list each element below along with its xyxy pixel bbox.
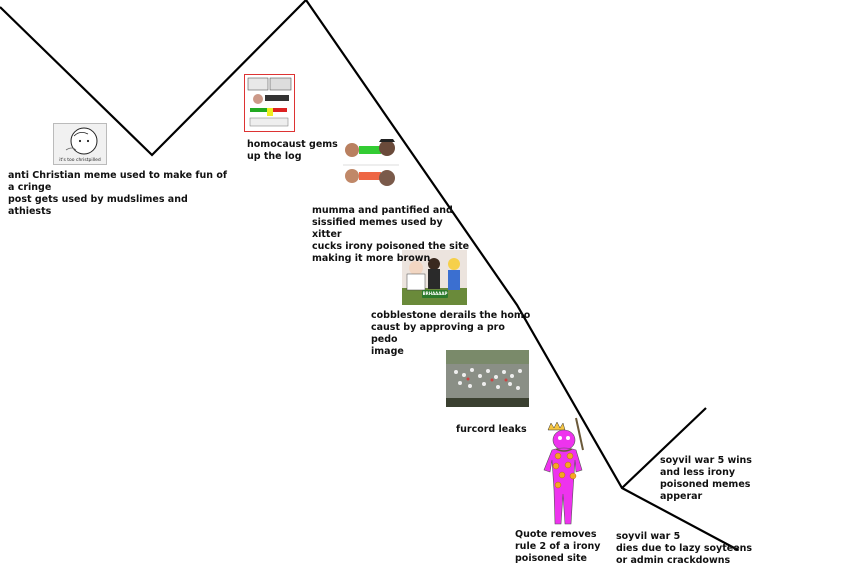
wojak-meme-thumbnail: it's too christpilled [53,123,107,165]
event-caption: furcord leaks [456,424,527,435]
event-caption: soyvil war 5 dies due to lazy soyteens o… [616,531,753,566]
event-caption: cobblestone derails the homo caust by ap… [371,310,531,357]
pink-figure-drawing [540,418,602,532]
event-caption: anti Christian meme used to make fun of … [8,170,227,217]
event-caption: soyvil war 5 wins and less irony poisone… [660,455,752,502]
trend-line [0,0,739,551]
rope-line [575,417,584,451]
comic-collage-thumbnail [244,74,295,132]
cartoon-banner-text: BRHAAAAP [422,291,448,296]
crowd-photo-thumbnail [446,350,529,407]
wojak-caption: it's too christpilled [59,158,101,163]
event-caption: mumma and pantified and sissified memes … [312,205,470,264]
cartoon-image-thumbnail: BRHAAAAP [402,250,467,305]
meme-collage-thumbnail [343,138,399,194]
branch-line-up [621,407,707,489]
event-caption: Quote removes rule 2 of a irony poisoned… [515,529,601,564]
event-caption: homocaust gems up the log [247,139,338,162]
